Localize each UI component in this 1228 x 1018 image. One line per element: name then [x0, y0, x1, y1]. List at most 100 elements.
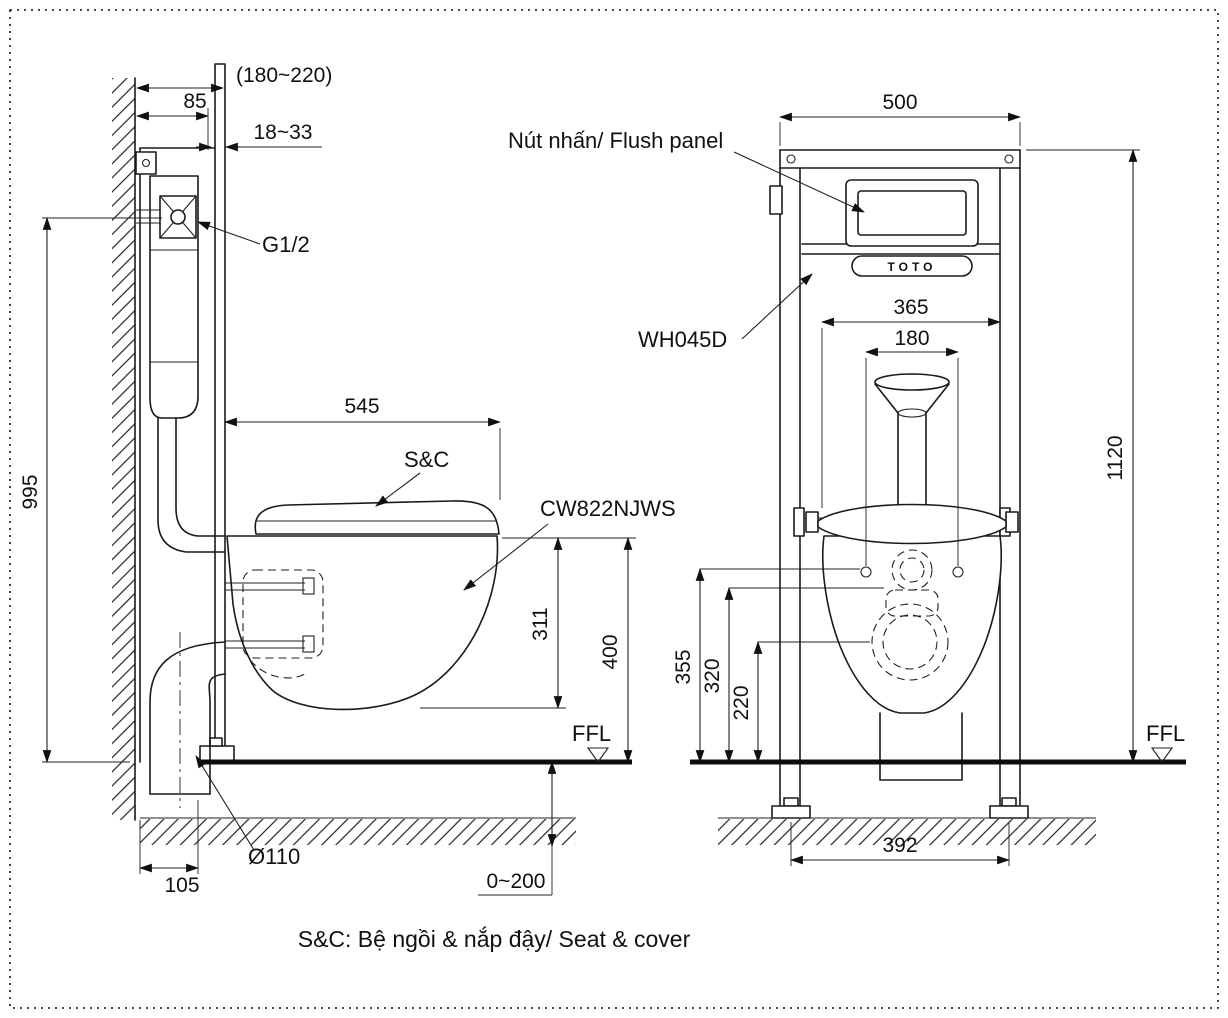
fixing-rod-bottom: [225, 640, 305, 649]
trapway-dashed: [242, 569, 324, 659]
drain-box-front: [879, 712, 963, 781]
cistern-detail-lines: [150, 249, 198, 363]
dim-panel-label: 18~33: [254, 121, 313, 144]
funnel-neck: [897, 408, 927, 418]
drain-elbow: [149, 632, 226, 808]
page-border: [9, 9, 1219, 1009]
wall-section: [112, 77, 136, 821]
inspection-dashed-rect: [885, 589, 939, 617]
toilet-side: [225, 500, 500, 711]
frame-posts: [779, 149, 1021, 807]
bowl-model-label: CW822NJWS: [540, 496, 676, 521]
dim-85-label: 85: [183, 90, 206, 113]
drawing-caption: S&C: Bệ ngồi & nắp đậy/ Seat & cover: [298, 926, 691, 952]
concealed-cistern: [136, 175, 199, 419]
dim-1120-label: 1120: [1104, 435, 1127, 480]
dim-545-label: 545: [344, 395, 379, 418]
flush-panel-leader: [733, 151, 865, 213]
ground-hatch-left: [140, 819, 576, 845]
dim-995-label: 995: [19, 474, 42, 509]
dim-311-label: 311: [529, 607, 552, 640]
ext-0-200: [478, 846, 553, 896]
dim-depth-label: (180~220): [236, 64, 332, 87]
ffl-left-symbol: [586, 747, 610, 763]
bracket-tab-left: [793, 507, 805, 537]
side-dimensions: (180~220) 85 18~33 G1/2 995 545 S&C CW82…: [19, 64, 676, 897]
seat-side-outline: [254, 500, 500, 535]
rail-bolt-left: [786, 154, 796, 164]
flush-panel: TOTO: [845, 179, 979, 277]
model-leader: [463, 523, 549, 591]
dim-355-label: 355: [672, 649, 695, 684]
bowl-internals: [860, 358, 964, 781]
dim-365-label: 365: [893, 296, 928, 319]
inlet-stub: [136, 209, 160, 224]
sc-leader: [375, 472, 421, 507]
g12-leader: [196, 221, 261, 245]
frame-model-label: WH045D: [638, 327, 727, 352]
fixing-nut-top: [302, 577, 315, 595]
seat-sc-label: S&C: [404, 447, 449, 472]
foot-bolt-right: [1001, 797, 1017, 807]
foot-plate-left: [771, 805, 811, 819]
flush-pipe-side: [157, 417, 226, 553]
ext-500: [779, 122, 1021, 146]
drain-diameter-label: Ø110: [248, 844, 300, 869]
dim-500-label: 500: [882, 91, 917, 114]
bowl-side-outline: [226, 535, 499, 711]
inlet-circle-inner: [899, 557, 925, 583]
mount-bolt-left: [860, 566, 872, 578]
dim-180-label: 180: [894, 327, 929, 350]
frame-model-leader: [741, 273, 813, 340]
frame-foot-bolt: [209, 737, 223, 747]
seat-hinge-left: [805, 511, 819, 533]
carrier-frame-front: [769, 149, 1029, 819]
foot-plate-right: [989, 805, 1029, 819]
ext-180-to-bolts: [865, 358, 959, 566]
drain-inner: [208, 673, 226, 795]
front-view: TOTO: [508, 91, 1186, 866]
ffl-left-label: FFL: [572, 721, 611, 746]
ext-365: [821, 328, 1001, 508]
dim-105-label: 105: [164, 874, 199, 897]
flush-pipe-inner: [175, 417, 226, 537]
toto-logo-plate: [851, 255, 973, 277]
finish-panel-lines: [214, 63, 226, 763]
trapway-curve: [249, 659, 306, 679]
dim-400-label: 400: [599, 634, 622, 669]
toto-logo-text: TOTO: [888, 260, 937, 274]
dim-392-label: 392: [882, 834, 917, 857]
ext-995: [42, 217, 162, 763]
wall-bracket: [135, 151, 157, 175]
flush-panel-label: Nút nhấn/ Flush panel: [508, 128, 723, 153]
drain-leader: [195, 755, 255, 851]
outlet-circle-outer: [871, 603, 949, 681]
ground-hatch-right: [718, 819, 1096, 845]
floor-left: [140, 759, 632, 845]
pipe-sides: [897, 412, 927, 517]
fixing-nut-bottom: [302, 635, 315, 653]
wall-hatching: [112, 78, 135, 820]
front-dimensions: 500 Nút nhấn/ Flush panel WH045D 365 180…: [508, 91, 1185, 866]
seat-front-outline: [817, 503, 1007, 545]
flush-pipe-front: [874, 373, 950, 517]
foot-bolt-left: [783, 797, 799, 807]
toilet-front: [805, 503, 1019, 714]
flush-panel-inner: [857, 190, 967, 236]
outlet-circle-inner: [882, 614, 938, 670]
ffl-right-symbol: [1150, 747, 1174, 763]
rail-bolt-right: [1004, 154, 1014, 164]
dim-220-label: 220: [730, 685, 753, 720]
bowl-front-outline: [821, 535, 1003, 714]
mount-bolt-right: [952, 566, 964, 578]
floor-right: [690, 759, 1186, 845]
seat-hinge-right: [1005, 511, 1019, 533]
flush-pipe-outer: [157, 417, 226, 553]
fixing-rod-top: [225, 582, 305, 591]
dim-0-200-label: 0~200: [487, 870, 546, 893]
drain-outer: [149, 641, 226, 795]
funnel-sides: [874, 383, 950, 414]
funnel-top: [874, 373, 950, 391]
